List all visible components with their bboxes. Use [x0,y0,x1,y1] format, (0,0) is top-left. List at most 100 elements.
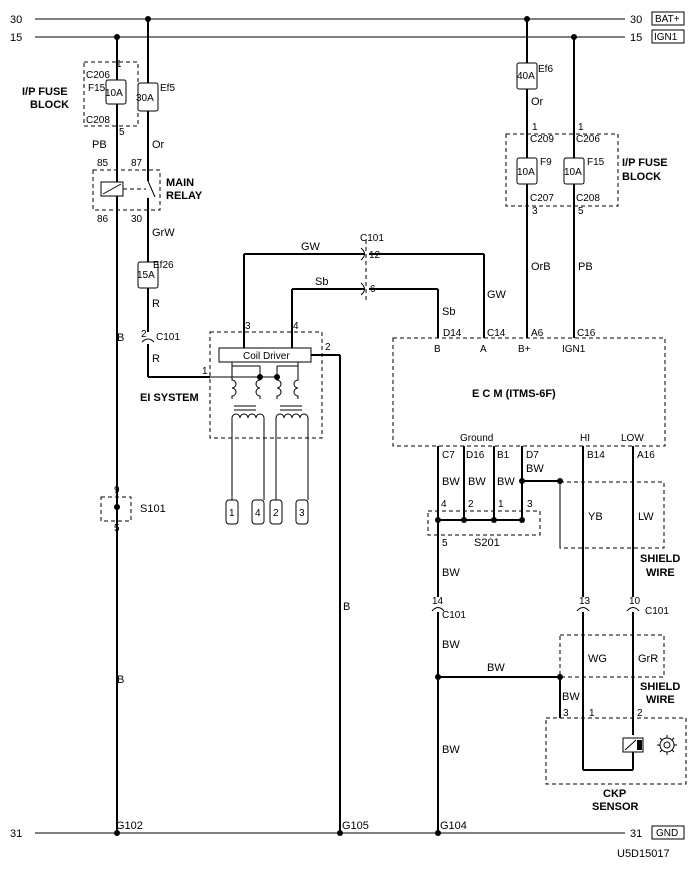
plug-1-label: 1 [229,508,235,519]
shield-label-3: SHIELD [640,681,680,693]
ip-fuse-block-label-1: I/P FUSE [22,86,68,98]
wire-bw-b1: BW [497,476,515,488]
gnd-num-left: 31 [10,828,22,840]
wire-r-2: R [152,353,160,365]
ef5-label: Ef5 [160,83,175,94]
right-fuse-block: 40A Ef6 Or 1 C209 1 C206 F9 10A F15 10A … [505,16,668,338]
ecm-module: D14 C14 A6 C16 B A B+ IGN1 E C M (ITMS-6… [392,328,666,461]
f9-label: F9 [540,157,552,168]
wire-yb: YB [588,511,603,523]
ckp-pin-3: 3 [563,708,569,719]
ip-fuse-block-right-label-2: BLOCK [622,171,661,183]
wire-bw-c7: BW [442,476,460,488]
wire-grw: GrW [152,227,175,239]
c101-lower-label: C101 [442,610,466,621]
shield-wire-upper: YB LW SHIELD WIRE [559,446,680,597]
ecm-low: LOW [621,433,644,444]
c207-label: C207 [530,193,554,204]
coil-driver-label: Coil Driver [243,351,290,362]
wire-sb-1: Sb [315,276,328,288]
f9-amp: 10A [517,167,535,178]
ei-pin-4: 4 [293,321,299,332]
c206-right-label: C206 [576,134,600,145]
relay-pin-85: 85 [97,158,109,169]
spark-plug-1: 1 [225,499,239,525]
wire-sb-2: Sb [442,306,455,318]
f15-conn-bot: C208 [86,115,110,126]
s201-pin-4: 4 [441,499,447,510]
shield-label-4: WIRE [646,694,675,706]
wire-grr: GrR [638,653,658,665]
shield-label-2: WIRE [646,567,675,579]
plug-2-label: 2 [273,508,279,519]
wire-wg: WG [588,653,607,665]
spark-plug-3: 3 [295,499,309,525]
f15-conn-top: C206 [86,70,110,81]
c101-pin-2: 2 [141,329,147,340]
ip-fuse-block-label-2: BLOCK [30,99,69,111]
ckp-sensor: 3 1 2 CKP SENSOR [545,708,687,813]
c101-lower-connector: 14 13 10 C101 C101 BW BW BW G104 [431,596,669,836]
f15-right-label: F15 [587,157,605,168]
wire-or-right: Or [531,96,544,108]
c101-pin-14: 14 [432,596,444,607]
ef6-amp: 40A [517,71,535,82]
c206-right-pin: 1 [578,122,584,133]
wire-gw-2: GW [487,289,507,301]
ecm-pin-d14: D14 [443,328,462,339]
ef5-amp: 30A [136,93,154,104]
wire-bw-shield: BW [562,691,580,703]
relay-pin-30: 30 [131,214,143,225]
spark-plug-2: 2 [269,499,283,525]
ef5-fuse: 30A Ef5 Or [136,19,175,172]
c101-pin-13: 13 [579,596,591,607]
ef26-label: Ef26 [153,260,174,271]
wire-r-1: R [152,298,160,310]
s101-label: S101 [140,503,166,515]
ef26-amp: 15A [137,270,155,281]
ei-system: EI SYSTEM Coil Driver 3 4 1 2 [140,321,369,836]
wire-pb-right: PB [578,261,593,273]
left-ground-wire: B 9 5 S101 B G102 [100,210,166,836]
relay-pin-86: 86 [97,214,109,225]
f15-amp: 10A [105,88,123,99]
main-relay: 85 87 86 30 MAIN RELAY GrW [92,158,203,262]
c101-pin-10: 10 [629,596,641,607]
s101-pin-5: 5 [114,523,120,534]
ecm-pin-c16: C16 [577,328,596,339]
wire-b-left-2: B [117,674,124,686]
c209-label: C209 [530,134,554,145]
gnd-tag: GND [656,828,678,839]
c101-pin-12: 12 [369,250,381,261]
s201-pin-2: 2 [468,499,474,510]
ecm-pin-b14: B14 [587,450,605,461]
c101-label-left: C101 [156,332,180,343]
wire-bw-d16: BW [468,476,486,488]
plug-3-label: 3 [299,508,305,519]
ecm-pin-name-a: A [480,344,487,355]
shield-wire-lower: BW WG GrR SHIELD WIRE [559,634,680,718]
plug-4-label: 4 [255,508,261,519]
ecm-pin-a16: A16 [637,450,655,461]
ign-num-left: 15 [10,32,22,44]
wire-b-left-1: B [117,332,124,344]
ip-fuse-block-right-label-1: I/P FUSE [622,157,668,169]
ckp-pin-2: 2 [637,708,643,719]
shield-label-1: SHIELD [640,553,680,565]
wire-bw-horizontal: BW [487,662,505,674]
gnd-rail: 31 31 GND [10,825,685,840]
ground-g102: G102 [116,820,143,832]
ei-pin-2: 2 [325,342,331,353]
ground-g105: G105 [342,820,369,832]
c101-lower-label-right: C101 [645,606,669,617]
wire-bw-lower: BW [442,744,460,756]
s201-pin-3: 3 [527,499,533,510]
f15-right-amp: 10A [564,167,582,178]
wire-b-ei: B [343,601,350,613]
main-relay-label-1: MAIN [166,177,194,189]
bat-rail: 30 30 BAT+ [10,11,685,26]
ign-num-right: 15 [630,32,642,44]
wire-or-left: Or [152,139,165,151]
bat-num-left: 30 [10,14,22,26]
s101-pin-9: 9 [114,485,120,496]
